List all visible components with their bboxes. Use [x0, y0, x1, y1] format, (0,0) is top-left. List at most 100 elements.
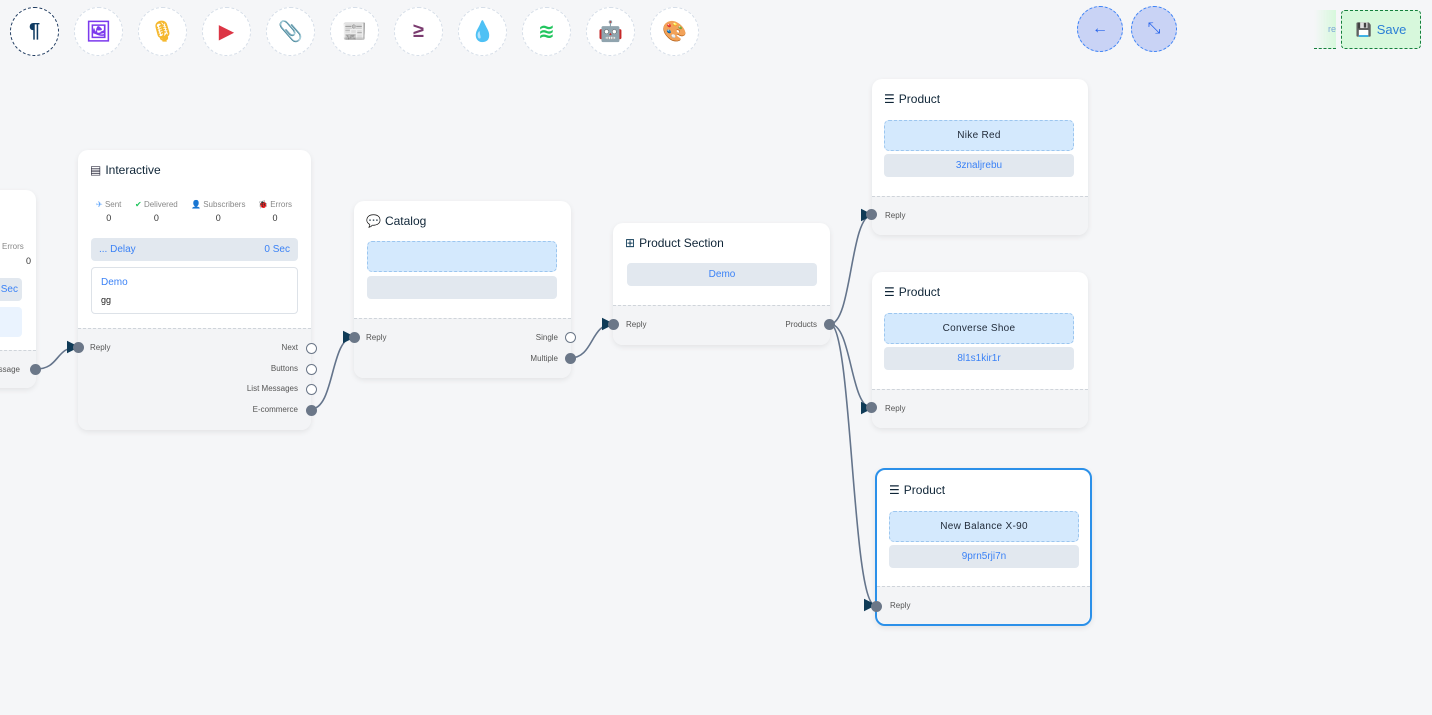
back-button[interactable]: ←	[1077, 6, 1123, 52]
delay-value: 0 Sec	[264, 244, 290, 255]
edge	[829, 323, 874, 415]
output-handle[interactable]	[306, 384, 317, 396]
input-label: Reply	[885, 211, 906, 220]
drop-icon: 💧	[470, 21, 495, 43]
output-label: Next	[281, 343, 298, 352]
catalog-node[interactable]: 💬Catalog Reply Single Multiple	[349, 201, 576, 378]
save-icon: 💾	[1355, 21, 1372, 37]
product-name[interactable]: New Balance X-90	[889, 511, 1079, 542]
input-handle[interactable]	[866, 209, 877, 220]
edge	[35, 340, 80, 370]
message-body: gg	[101, 295, 112, 305]
output-handle-multiple[interactable]	[565, 353, 576, 364]
product-node[interactable]: ☰Product New Balance X-90 9prn5rji7n Rep…	[871, 468, 1092, 626]
product-id[interactable]: 3znaljrebu	[884, 154, 1074, 177]
errors-label: Errors	[2, 242, 24, 251]
output-label-single: Single	[535, 333, 558, 342]
output-handle[interactable]	[30, 364, 41, 375]
input-handle[interactable]	[871, 601, 882, 612]
comment-icon: 💬	[366, 214, 381, 228]
message-card[interactable]: Demo gg	[91, 267, 298, 314]
palette-icon: 🎨	[662, 21, 687, 43]
collapse-button[interactable]: ⤡	[1131, 6, 1177, 52]
input-handle[interactable]	[608, 319, 619, 330]
edge	[310, 330, 356, 410]
section-value[interactable]: Demo	[627, 263, 817, 286]
tool-button[interactable]: 🎙	[138, 7, 187, 56]
newspaper-icon: 📰	[342, 21, 367, 43]
node-title: Product Section	[639, 236, 724, 250]
node-title: Product	[898, 92, 941, 106]
tool-button[interactable]: 🤖	[586, 7, 635, 56]
input-label: Reply	[366, 333, 387, 342]
node-footer: Reply Products	[613, 305, 830, 345]
stat-icon: 👤	[191, 200, 201, 209]
arrow-left-icon: ←	[1092, 20, 1108, 37]
tool-button[interactable]: 🖼	[74, 7, 123, 56]
node-title: Catalog	[384, 214, 427, 228]
save-button[interactable]: 💾 Save	[1341, 10, 1421, 49]
tool-button[interactable]: 🎨	[650, 7, 699, 56]
partial-node[interactable]: Errors 0 Sec Message	[0, 190, 41, 388]
product-name[interactable]: Nike Red	[884, 120, 1074, 151]
errors-value: 0	[26, 256, 32, 266]
output-handle[interactable]	[824, 319, 835, 330]
stat-icon: 🐞	[258, 200, 268, 209]
input-label: Reply	[626, 320, 647, 329]
output-handle[interactable]	[306, 363, 317, 375]
output-label-multiple: Multiple	[530, 354, 558, 363]
message-box	[0, 307, 22, 337]
node-title: Product	[903, 483, 946, 497]
tool-button[interactable]: ¶	[10, 7, 59, 56]
input-label: Reply	[90, 343, 111, 352]
tool-button[interactable]: 📰	[330, 7, 379, 56]
table-icon: ⊞	[625, 236, 636, 250]
product-node[interactable]: ☰Product Nike Red 3znaljrebu Reply	[866, 79, 1088, 235]
compress-icon: ⤡	[1147, 20, 1161, 37]
output-label: Buttons	[270, 363, 298, 373]
ghost-button: re	[1314, 10, 1336, 49]
robot-icon: 🤖	[598, 21, 623, 43]
stat-label: Delivered	[143, 200, 178, 209]
tool-button[interactable]: 💧	[458, 7, 507, 56]
product-node[interactable]: ☰Product Converse Shoe 8l1s1kir1r Reply	[866, 272, 1088, 428]
catalog-item[interactable]	[367, 241, 557, 272]
greater-equal-icon: ≥	[413, 20, 424, 42]
stat-icon: ✔	[135, 200, 142, 209]
stat-value: 0	[215, 213, 221, 223]
input-handle[interactable]	[73, 342, 84, 353]
product-id[interactable]: 9prn5rji7n	[889, 545, 1079, 568]
product-section-node[interactable]: ⊞Product Section Demo Reply Products	[608, 223, 835, 345]
output-handle[interactable]	[306, 404, 317, 416]
input-handle[interactable]	[349, 332, 360, 343]
paragraph-icon: ¶	[28, 20, 41, 42]
stat-label: Subscribers	[203, 200, 246, 209]
output-handle-single[interactable]	[565, 332, 576, 343]
ghost-label: re	[1327, 24, 1336, 34]
tool-button[interactable]: ≋	[522, 7, 571, 56]
tool-button[interactable]: ≥	[394, 7, 443, 56]
node-title: Product	[898, 285, 941, 299]
list-icon: ☰	[884, 285, 895, 299]
tool-button[interactable]: ▶	[202, 7, 251, 56]
output-handle[interactable]	[306, 343, 317, 354]
save-label: Save	[1376, 22, 1407, 37]
node-footer: Reply	[877, 586, 1090, 624]
list-icon: ☰	[884, 92, 895, 106]
product-name[interactable]: Converse Shoe	[884, 313, 1074, 344]
newspaper-icon: ▤	[90, 163, 102, 177]
input-handle[interactable]	[866, 402, 877, 413]
stat-subscribers: 👤 Subscribers 0	[191, 200, 245, 223]
youtube-icon: ▶	[218, 21, 235, 43]
input-label: Reply	[890, 601, 911, 610]
tool-button[interactable]: 📎	[266, 7, 315, 56]
stat-icon: ✈	[96, 200, 103, 209]
catalog-subitem[interactable]	[367, 276, 557, 299]
product-id[interactable]: 8l1s1kir1r	[884, 347, 1074, 370]
stat-value: 0	[272, 213, 278, 223]
